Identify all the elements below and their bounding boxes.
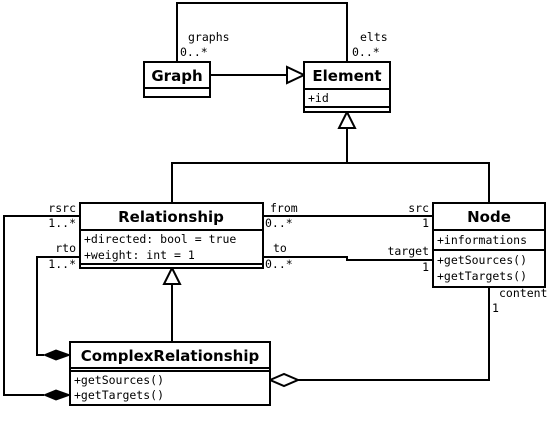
to-target-assoc-line bbox=[263, 256, 433, 261]
content-aggregation-diamond bbox=[267, 372, 301, 388]
label-elts-mult: 0..* bbox=[352, 45, 380, 59]
class-graph-name: Graph bbox=[151, 67, 202, 85]
label-graphs-mult: 0..* bbox=[180, 45, 208, 59]
class-relationship-attr-directed: +directed: bool = true bbox=[84, 232, 236, 246]
graph-inherit-arrowhead bbox=[286, 65, 307, 85]
label-target-mult: 1 bbox=[422, 260, 429, 274]
rsrc-composition-diamond bbox=[42, 389, 72, 401]
class-complexrelationship-op-getsources: +getSources() bbox=[74, 373, 164, 387]
rto-composition-diamond bbox=[42, 349, 72, 361]
class-node-op-gettargets: +getTargets() bbox=[437, 269, 527, 283]
label-elts-role: elts bbox=[360, 30, 388, 44]
class-element-attr-id: +id bbox=[308, 91, 329, 105]
label-rto-mult: 1..* bbox=[48, 257, 76, 271]
class-complexrelationship: ComplexRelationship +getSources() +getTa… bbox=[69, 341, 271, 406]
inherit-tree-line bbox=[171, 162, 490, 203]
label-rsrc-role: rsrc bbox=[48, 201, 76, 215]
graph-elts-assoc-line bbox=[176, 2, 348, 62]
class-relationship-name: Relationship bbox=[118, 208, 224, 226]
label-to-mult: 0..* bbox=[265, 257, 293, 271]
label-src-mult: 1 bbox=[422, 216, 429, 230]
label-content-mult: 1 bbox=[492, 301, 499, 315]
label-from-mult: 0..* bbox=[265, 216, 293, 230]
content-aggregation-line bbox=[298, 287, 490, 381]
class-relationship-attr-weight: +weight: int = 1 bbox=[84, 248, 195, 262]
label-target-role: target bbox=[387, 244, 429, 258]
class-graph: Graph bbox=[143, 61, 211, 98]
class-complexrelationship-name: ComplexRelationship bbox=[81, 347, 260, 365]
class-node-op-getsources: +getSources() bbox=[437, 253, 527, 267]
label-src-role: src bbox=[408, 201, 429, 215]
rto-composition-line bbox=[36, 256, 80, 356]
class-node-name: Node bbox=[467, 208, 511, 226]
class-node: Node +informations +getSources() +getTar… bbox=[432, 202, 546, 288]
rsrc-composition-line bbox=[3, 215, 80, 396]
label-rto-role: rto bbox=[55, 241, 76, 255]
complex-inherit-arrowhead bbox=[162, 265, 182, 285]
label-graphs-role: graphs bbox=[188, 30, 230, 44]
class-node-attr-informations: +informations bbox=[437, 233, 527, 247]
class-complexrelationship-op-gettargets: +getTargets() bbox=[74, 388, 164, 402]
class-element-name: Element bbox=[312, 67, 381, 85]
class-element: Element +id bbox=[303, 61, 391, 113]
element-inherit-arrowhead bbox=[337, 109, 357, 129]
label-from-role: from bbox=[270, 201, 298, 215]
label-content-role: content bbox=[499, 286, 547, 300]
label-to-role: to bbox=[273, 241, 287, 255]
class-relationship: Relationship +directed: bool = true +wei… bbox=[79, 202, 264, 269]
label-rsrc-mult: 1..* bbox=[48, 216, 76, 230]
